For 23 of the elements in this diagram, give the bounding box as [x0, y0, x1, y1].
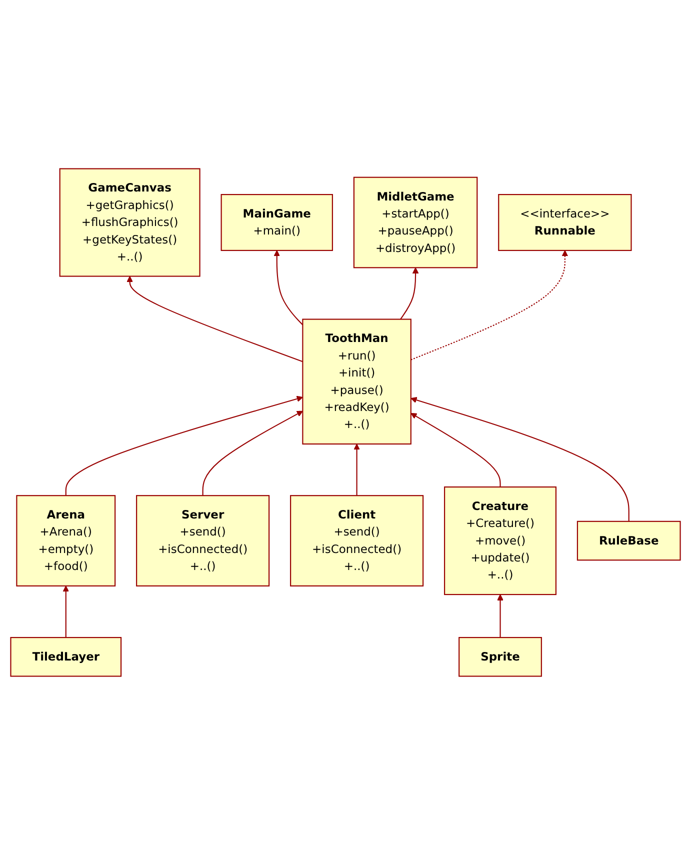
arrow	[497, 594, 504, 638]
arrow	[65, 395, 303, 496]
arrow	[274, 250, 304, 325]
node-box: GameCanvas +getGraphics() +flushGraphics() +getKeyStates() +..()	[59, 168, 200, 276]
node-box: ToothMan +run() +init() +pause() +readKey() +..()	[302, 318, 412, 444]
node-box: Server +send() +isConnected() +..()	[136, 494, 270, 586]
node-box: TiledLayer	[10, 636, 122, 676]
arrow	[400, 266, 419, 320]
node-box: RuleBase	[576, 520, 681, 560]
arrow	[202, 410, 303, 496]
node-box: <<interface>> Runnable	[498, 194, 632, 250]
node-box: Sprite	[458, 636, 542, 676]
node-box: MainGame +main()	[220, 194, 333, 250]
arrow	[62, 585, 70, 638]
node-box: Arena +Arena() +empty() +food()	[16, 494, 116, 586]
arrow	[410, 250, 568, 360]
node-box: Creature +Creature() +move() +update() +..()	[444, 486, 556, 595]
arrow	[410, 396, 630, 521]
arrow	[354, 443, 360, 496]
arrow	[126, 275, 303, 362]
node-box: MidletGame +startApp() +pauseApp() +distroyApp()	[353, 176, 478, 268]
node-box: Client +send() +isConnected() +..()	[290, 494, 424, 586]
arrow	[410, 412, 501, 487]
